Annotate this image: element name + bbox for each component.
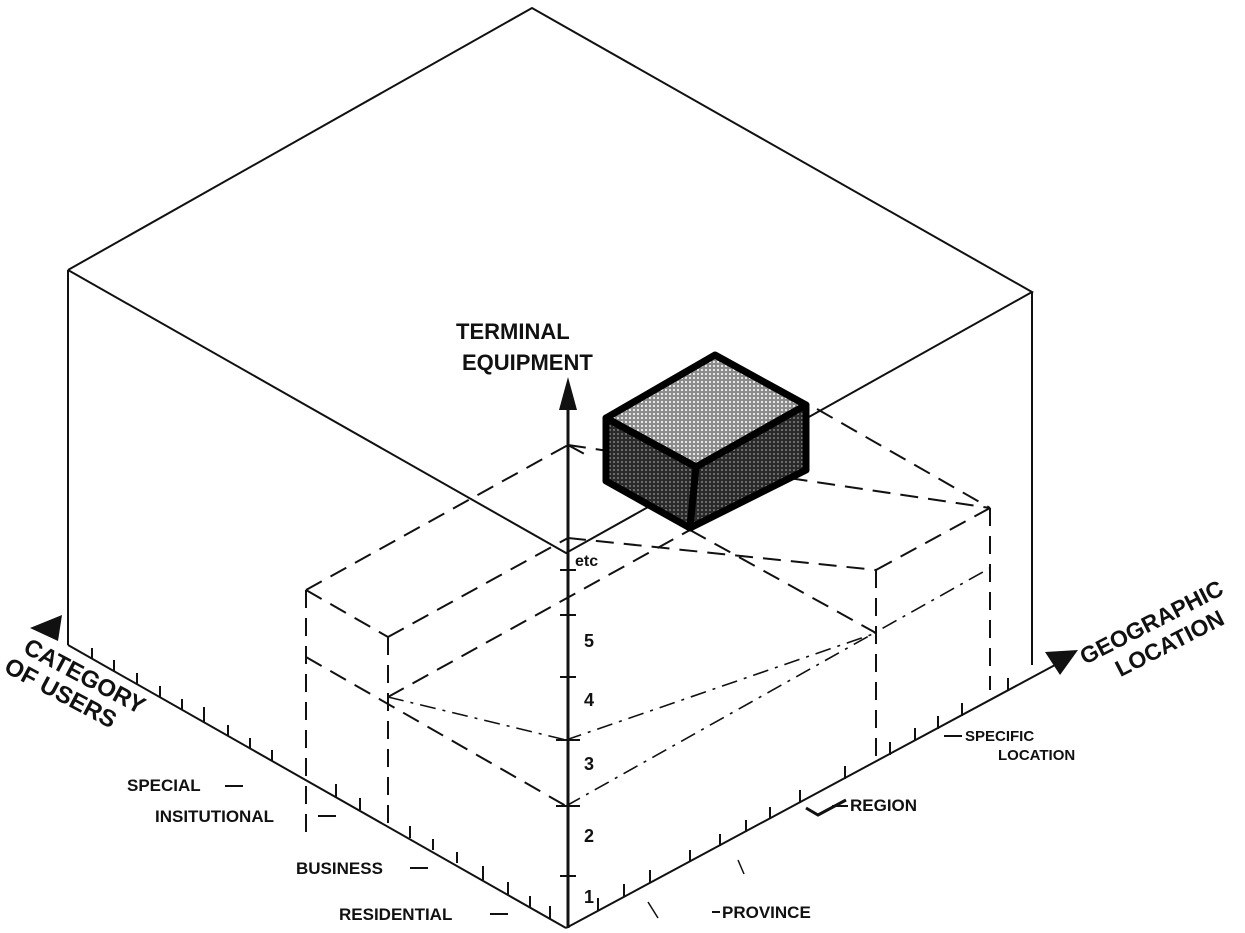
- geographic-location-label: GEOGRAPHIC LOCATION: [1075, 575, 1239, 694]
- region-bracket: [806, 800, 846, 815]
- location-specific-line2: LOCATION: [998, 747, 1075, 764]
- terminal-label: TERMINAL: [456, 319, 570, 344]
- location-specific-line1: SPECIFIC: [965, 728, 1034, 745]
- tick-label-etc: etc: [575, 553, 598, 570]
- tick-label-2: 2: [584, 826, 594, 846]
- category-special: SPECIAL: [127, 776, 201, 795]
- category-of-users-label: CATEGORY OF USERS: [0, 630, 150, 743]
- location-axis-arrowhead: [1045, 650, 1078, 675]
- terminal-equipment-axis: [556, 377, 580, 928]
- location-axis-ticks: [598, 678, 1008, 911]
- tick-label-4: 4: [584, 690, 594, 710]
- tick-label-3: 3: [584, 754, 594, 774]
- category-business: BUSINESS: [296, 859, 383, 878]
- vertical-tick-labels: 1 2 3 4 5 etc: [575, 553, 598, 907]
- category-residential: RESIDENTIAL: [339, 905, 452, 924]
- location-province: PROVINCE: [722, 903, 811, 922]
- equipment-label: EQUIPMENT: [462, 350, 593, 375]
- tick-label-1: 1: [584, 887, 594, 907]
- cube-top-face: [68, 8, 1032, 553]
- tick-label-5: 5: [584, 631, 594, 651]
- shaded-block: [606, 355, 806, 528]
- outer-cube: [68, 8, 1055, 928]
- location-axis-line: [566, 665, 1055, 928]
- category-institutional: INSITUTIONAL: [155, 807, 274, 826]
- province-mark-left: [648, 902, 658, 918]
- location-region: REGION: [850, 796, 917, 815]
- vertical-axis-arrowhead: [559, 377, 577, 410]
- dashdot-guides: [388, 568, 990, 806]
- province-mark-right: [738, 860, 744, 874]
